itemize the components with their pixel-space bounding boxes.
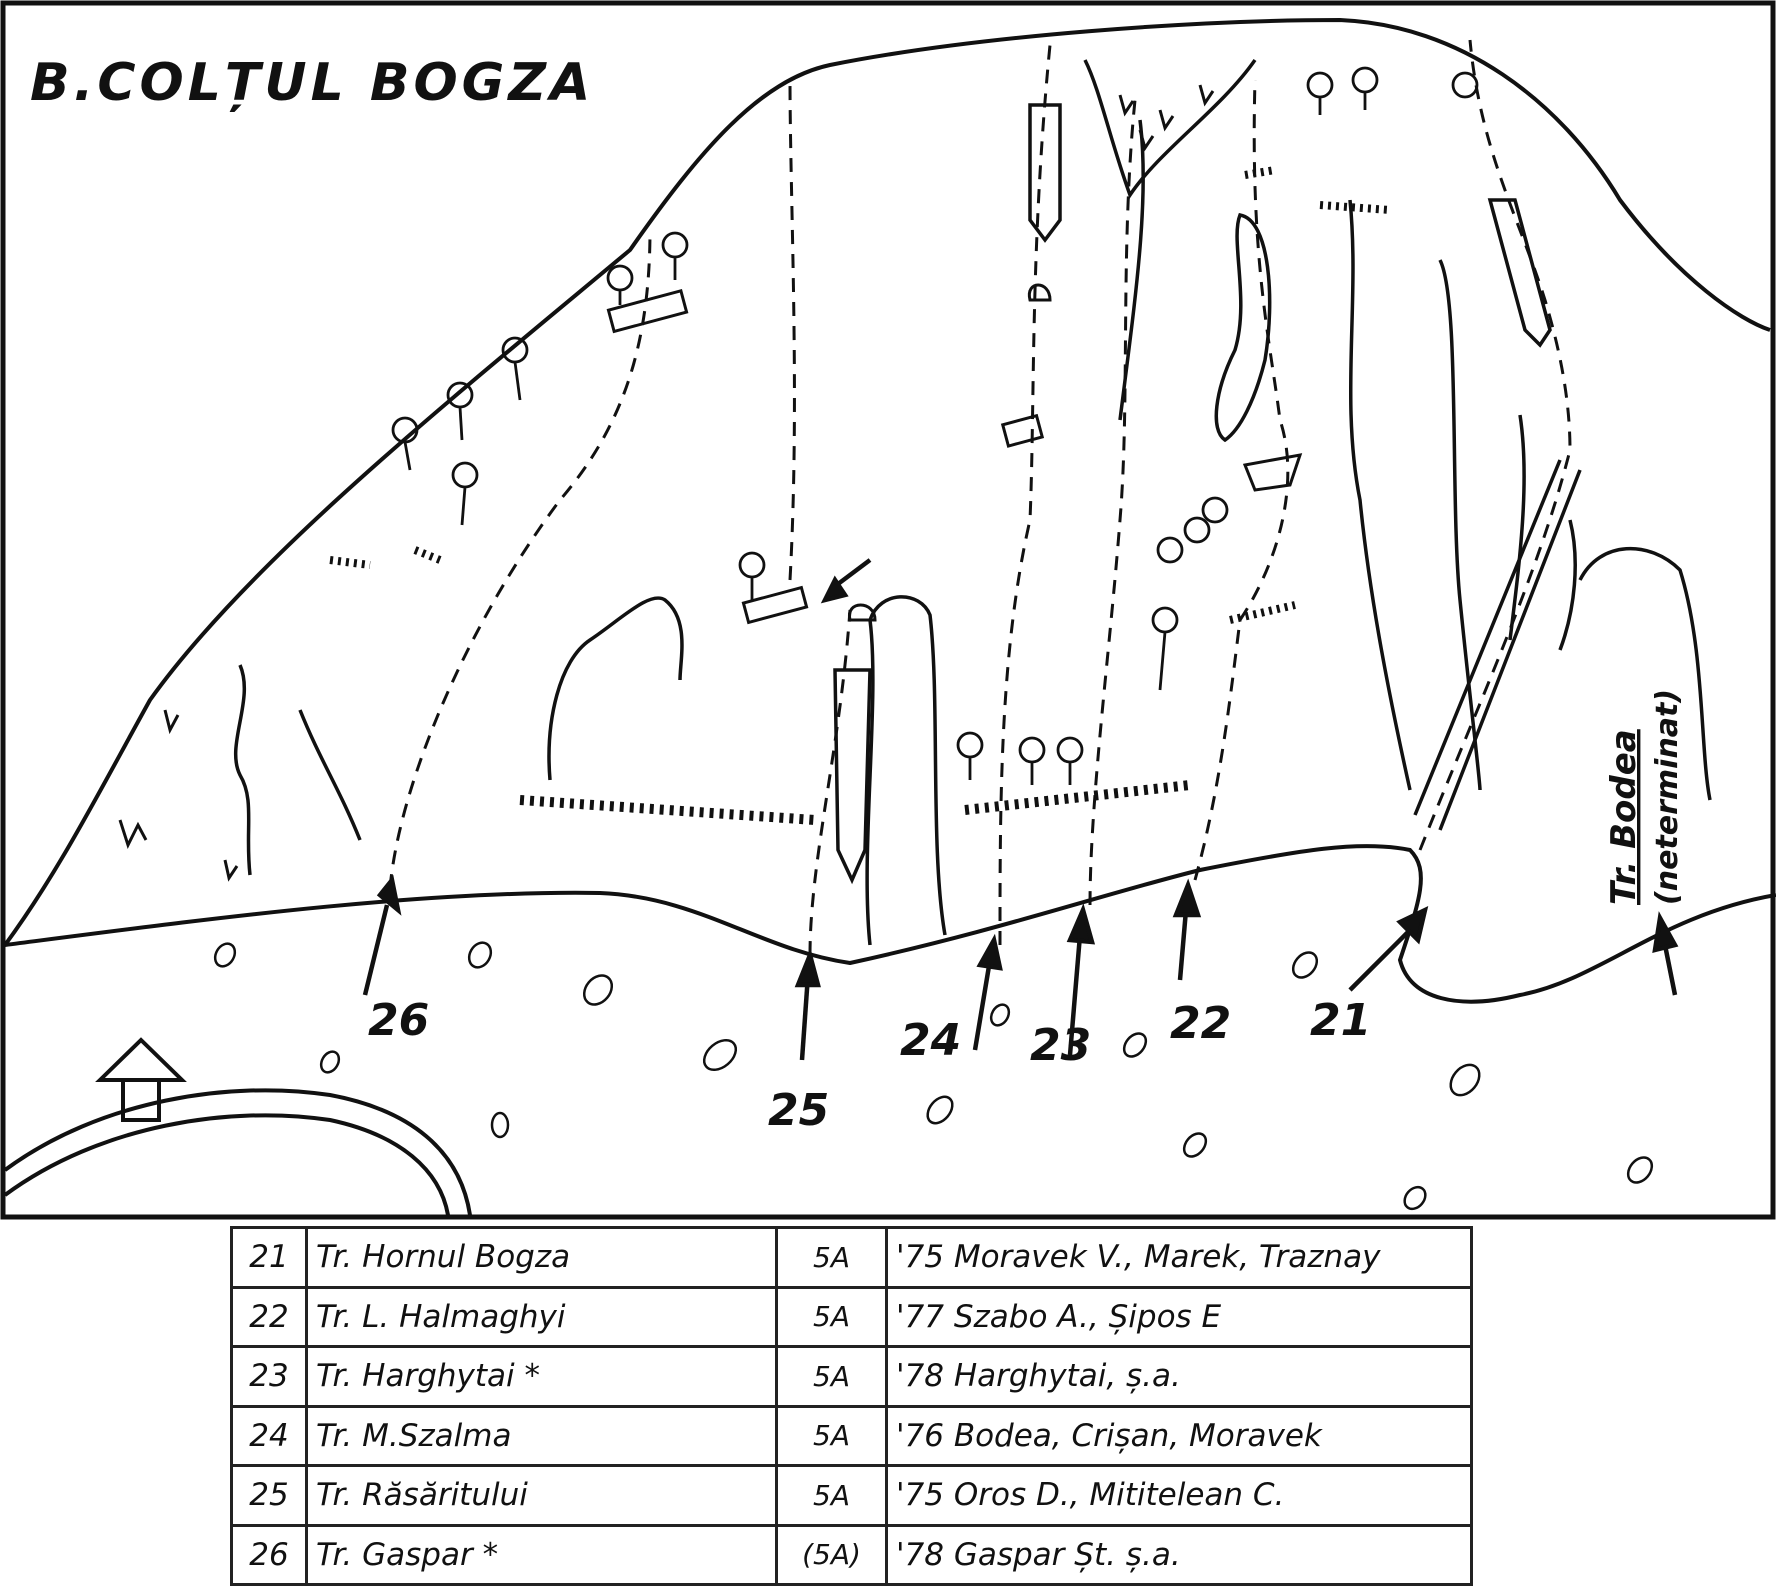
legend-route-name: Tr. Hornul Bogza xyxy=(305,1226,778,1289)
side-route-note: (neterminat) xyxy=(1650,689,1685,905)
route-number-labels: 26 25 24 23 22 21 xyxy=(368,995,1371,1136)
legend-route-grade: (5A) xyxy=(775,1523,888,1586)
legend-route-name: Tr. Gaspar * xyxy=(305,1523,778,1586)
side-route-name: Tr. Bodea xyxy=(1604,729,1644,905)
route-line-26 xyxy=(388,229,652,889)
route-line-21 xyxy=(1418,39,1572,851)
legend-authors: Harghytai, ș.a. xyxy=(953,1358,1181,1395)
legend-route-number: 24 xyxy=(230,1404,308,1467)
legend-route-name: Tr. Răsăritului xyxy=(305,1464,778,1527)
rock-features xyxy=(234,58,1712,946)
chimney-symbols xyxy=(833,103,1582,885)
legend-year: '77 xyxy=(896,1298,944,1335)
route-line-25 xyxy=(808,609,852,956)
legend-route-first-ascent: '75 Moravek V., Marek, Traznay xyxy=(885,1226,1473,1289)
legend-row: 24 Tr. M.Szalma 5A '76 Bodea, Crișan, Mo… xyxy=(230,1404,1473,1467)
legend-year: '76 xyxy=(896,1417,944,1454)
route-line-22 xyxy=(1193,79,1290,881)
legend-route-first-ascent: '75 Oros D., Mititelean C. xyxy=(885,1464,1473,1527)
legend-row: 26 Tr. Gaspar * (5A) '78 Gaspar Șt. ș.a. xyxy=(230,1523,1473,1586)
route-label-21: 21 xyxy=(1310,995,1371,1046)
legend-row: 25 Tr. Răsăritului 5A '75 Oros D., Mitit… xyxy=(230,1464,1473,1527)
legend-route-name: Tr. Harghytai * xyxy=(305,1345,778,1408)
legend-route-number: 23 xyxy=(230,1345,308,1408)
legend-route-grade: 5A xyxy=(775,1285,888,1348)
legend-route-number: 25 xyxy=(230,1464,308,1527)
belay-marks xyxy=(606,283,1303,625)
legend-route-first-ascent: '78 Harghytai, ș.a. xyxy=(885,1345,1473,1408)
route-label-25: 25 xyxy=(768,1085,829,1136)
route-label-23: 23 xyxy=(1030,1020,1091,1071)
route-line-24 xyxy=(998,44,1052,946)
legend-route-grade: 5A xyxy=(775,1226,888,1289)
topo-frame xyxy=(0,0,1776,1220)
route-lines xyxy=(388,39,1572,956)
start-arrows xyxy=(362,558,1679,1061)
scree-stones xyxy=(213,941,1654,1211)
legend-route-name: Tr. M.Szalma xyxy=(305,1404,778,1467)
side-route-label: Tr. Bodea (neterminat) xyxy=(1604,689,1685,905)
legend-route-number: 21 xyxy=(230,1226,308,1289)
legend-year: '78 xyxy=(896,1536,944,1573)
route-legend-table: 21 Tr. Hornul Bogza 5A '75 Moravek V., M… xyxy=(230,1226,1473,1586)
legend-route-first-ascent: '78 Gaspar Șt. ș.a. xyxy=(885,1523,1473,1586)
legend-route-name: Tr. L. Halmaghyi xyxy=(305,1285,778,1348)
legend-route-grade: 5A xyxy=(775,1404,888,1467)
legend-route-number: 26 xyxy=(230,1523,308,1586)
cliff-top-edge xyxy=(3,17,1771,947)
legend-route-first-ascent: '76 Bodea, Crișan, Moravek xyxy=(885,1404,1473,1467)
legend-year: '78 xyxy=(896,1358,944,1395)
tree-symbols xyxy=(391,66,1479,785)
crag-title: B.COLȚUL BOGZA xyxy=(30,53,594,113)
legend-authors: Gaspar Șt. ș.a. xyxy=(953,1536,1181,1573)
legend-authors: Szabo A., Șipos E xyxy=(953,1298,1222,1335)
legend-route-grade: 5A xyxy=(775,1464,888,1527)
legend-route-first-ascent: '77 Szabo A., Șipos E xyxy=(885,1285,1473,1348)
hut-symbol xyxy=(3,1037,472,1216)
legend-route-grade: 5A xyxy=(775,1345,888,1408)
crag-topo-drawing: B.COLȚUL BOGZA xyxy=(0,0,1776,1220)
legend-year: '75 xyxy=(896,1239,944,1276)
legend-authors: Oros D., Mititelean C. xyxy=(953,1477,1285,1514)
route-label-26: 26 xyxy=(368,995,429,1046)
route-line-23 xyxy=(1088,99,1137,906)
route-line-25-upper xyxy=(788,79,796,581)
route-label-24: 24 xyxy=(900,1015,961,1066)
legend-row: 23 Tr. Harghytai * 5A '78 Harghytai, ș.a… xyxy=(230,1345,1473,1408)
cliff-base-line xyxy=(4,844,1776,1004)
legend-authors: Moravek V., Marek, Traznay xyxy=(953,1239,1381,1276)
legend-authors: Bodea, Crișan, Moravek xyxy=(953,1417,1322,1454)
route-label-22: 22 xyxy=(1170,998,1231,1049)
legend-year: '75 xyxy=(896,1477,944,1514)
grass-ledge-hatching xyxy=(118,84,1391,882)
legend-row: 21 Tr. Hornul Bogza 5A '75 Moravek V., M… xyxy=(230,1226,1473,1289)
legend-route-number: 22 xyxy=(230,1285,308,1348)
legend-row: 22 Tr. L. Halmaghyi 5A '77 Szabo A., Șip… xyxy=(230,1285,1473,1348)
